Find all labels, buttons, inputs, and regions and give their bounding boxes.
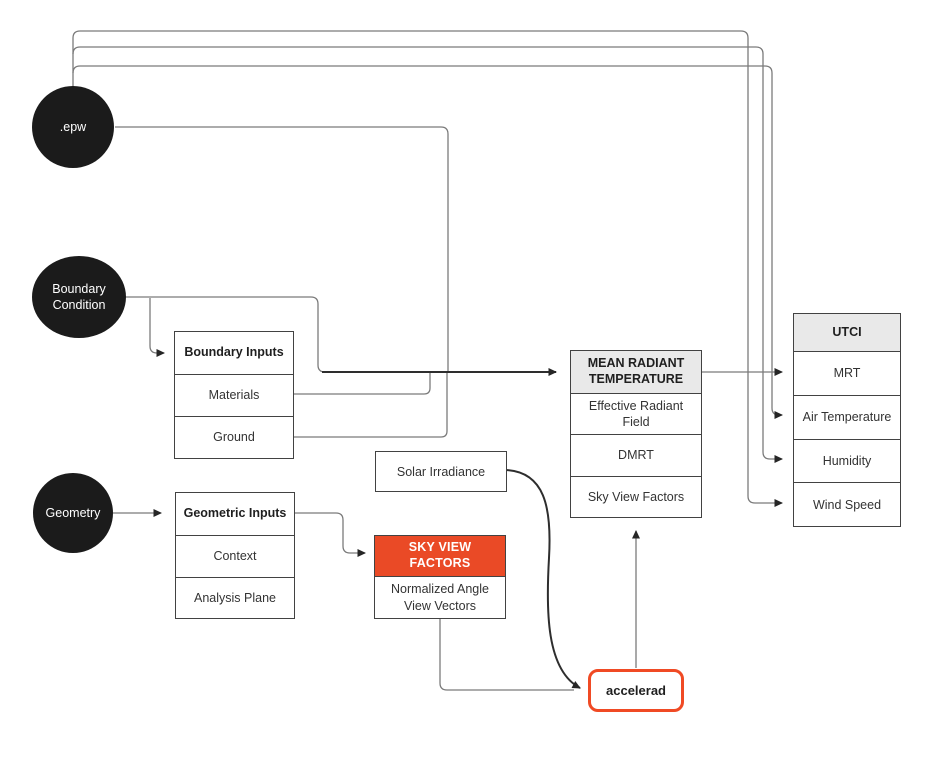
accelerad-label: accelerad — [606, 683, 666, 698]
edge-materials-to-mrt — [294, 373, 431, 395]
node-geometry-label: Geometry — [45, 505, 101, 520]
node-sky-view-factors: SKY VIEW FACTORS Normalized Angle View V… — [374, 535, 506, 619]
geometric-inputs-row-context: Context — [176, 536, 294, 578]
geometric-inputs-row-analysis-plane: Analysis Plane — [194, 590, 276, 605]
node-epw-label: .epw — [59, 119, 87, 134]
edge-normalized-vectors-to-accelerad — [439, 619, 574, 691]
edge-boundary-condition-to-boundary-inputs — [149, 298, 165, 357]
node-solar-irradiance: Solar Irradiance — [375, 451, 507, 492]
node-boundary-inputs: Boundary Inputs Materials Ground — [174, 331, 294, 459]
sky-view-factors-row-normalized-vectors: Normalized Angle View Vectors — [391, 582, 489, 613]
boundary-inputs-row-materials: Materials — [175, 375, 293, 417]
mrt-row-effective-radiant-field: Effective Radiant Field — [571, 394, 701, 436]
edge-geometric-inputs-to-sky-view-factors — [295, 512, 366, 557]
geometric-inputs-header: Geometric Inputs — [176, 493, 294, 536]
node-mean-radiant-temperature: MEAN RADIANT TEMPERATURE Effective Radia… — [570, 350, 702, 518]
node-epw: .epw — [32, 86, 114, 168]
utci-row-humidity: Humidity — [794, 440, 900, 484]
node-boundary-condition: Boundary Condition — [32, 256, 126, 338]
mean-radiant-temperature-header: MEAN RADIANT TEMPERATURE — [571, 351, 701, 394]
node-geometric-inputs: Geometric Inputs Context Analysis Plane — [175, 492, 295, 619]
utci-row-air-temperature: Air Temperature — [794, 396, 900, 440]
edge-epw-to-wind-speed — [72, 30, 783, 507]
node-accelerad: accelerad — [588, 669, 684, 712]
edge-ground-to-mrt — [294, 373, 448, 438]
utci-row-mrt: MRT — [794, 352, 900, 396]
node-geometry: Geometry — [33, 473, 113, 553]
boundary-inputs-row-ground: Ground — [213, 430, 255, 445]
mrt-row-dmrt: DMRT — [571, 435, 701, 477]
edge-epw-to-air-temperature — [72, 65, 783, 419]
edge-boundary-condition-to-mrt — [115, 296, 326, 373]
node-utci: UTCI MRT Air Temperature Humidity Wind S… — [793, 313, 901, 527]
node-boundary-condition-label: Boundary Condition — [52, 281, 106, 312]
solar-irradiance-label: Solar Irradiance — [396, 464, 486, 479]
utci-row-wind-speed: Wind Speed — [812, 497, 882, 512]
edge-solar-irradiance-to-accelerad — [505, 469, 581, 689]
boundary-inputs-header: Boundary Inputs — [175, 332, 293, 375]
mrt-row-sky-view-factors: Sky View Factors — [587, 489, 685, 504]
utci-header: UTCI — [794, 314, 900, 352]
edge-epw-to-humidity — [72, 46, 783, 463]
sky-view-factors-header: SKY VIEW FACTORS — [375, 536, 505, 577]
edge-epw-to-mrt — [115, 126, 449, 371]
